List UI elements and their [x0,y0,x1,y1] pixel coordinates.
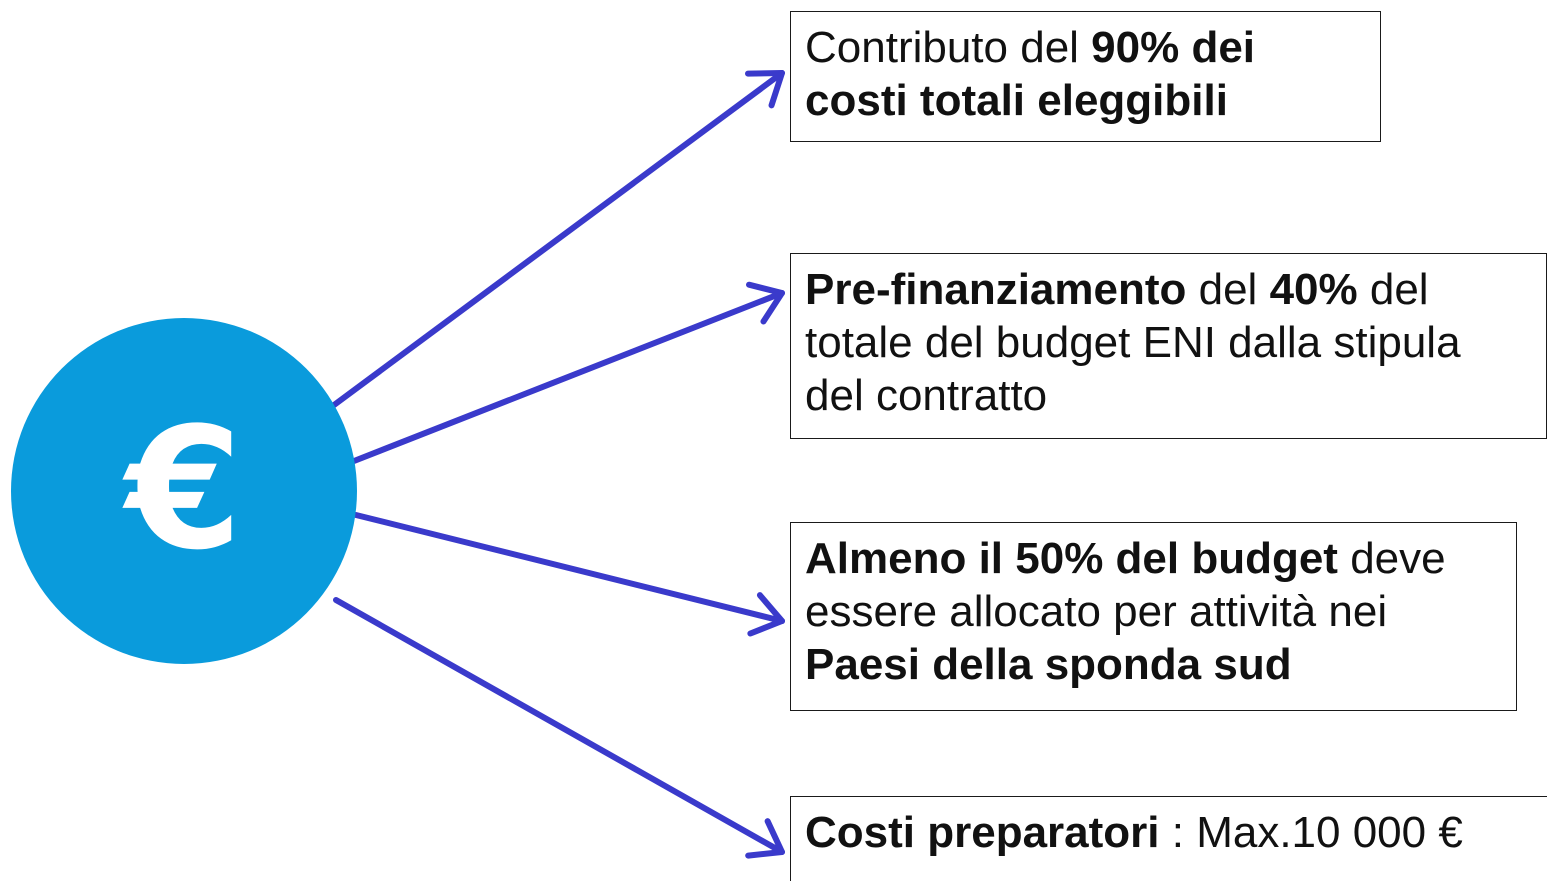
costi-preparatori-box: Costi preparatori : Max.10 000 € [790,796,1547,881]
prefinanziamento-text-2: 40% [1269,265,1358,314]
almeno-text-5: Paesi della sponda sud [805,640,1292,689]
almeno-text-1: deve [1337,534,1446,583]
almeno-text-3: essere allocato per attività nei [805,587,1388,636]
prefinanziamento-text-7: del contratto [805,371,1048,420]
contributo-text-1: 90% dei [1091,23,1256,72]
contributo-text-0: Contributo del [805,23,1092,72]
costi-preparatori-text-0: Costi preparatori [805,808,1160,857]
almeno-text-0: Almeno il 50% del budget [805,534,1338,583]
prefinanziamento-text-5: totale del budget ENI dalla stipula [805,318,1461,367]
arrow-to-prefinanziamento [351,281,785,464]
prefinanziamento-text-3: del [1357,265,1429,314]
costi-preparatori-text-1: : Max.10 000 € [1159,808,1463,857]
prefinanziamento-text-0: Pre-finanziamento [805,265,1187,314]
arrow-to-contributo [327,70,785,411]
euro-circle: € [11,318,357,664]
arrow-to-almeno-budget [353,512,785,637]
arrow-to-costi-preparatori [333,597,785,859]
contributo-text-3: costi totali eleggibili [805,76,1228,125]
euro-icon: € [125,391,243,587]
prefinanziamento-text-1: del [1186,265,1270,314]
